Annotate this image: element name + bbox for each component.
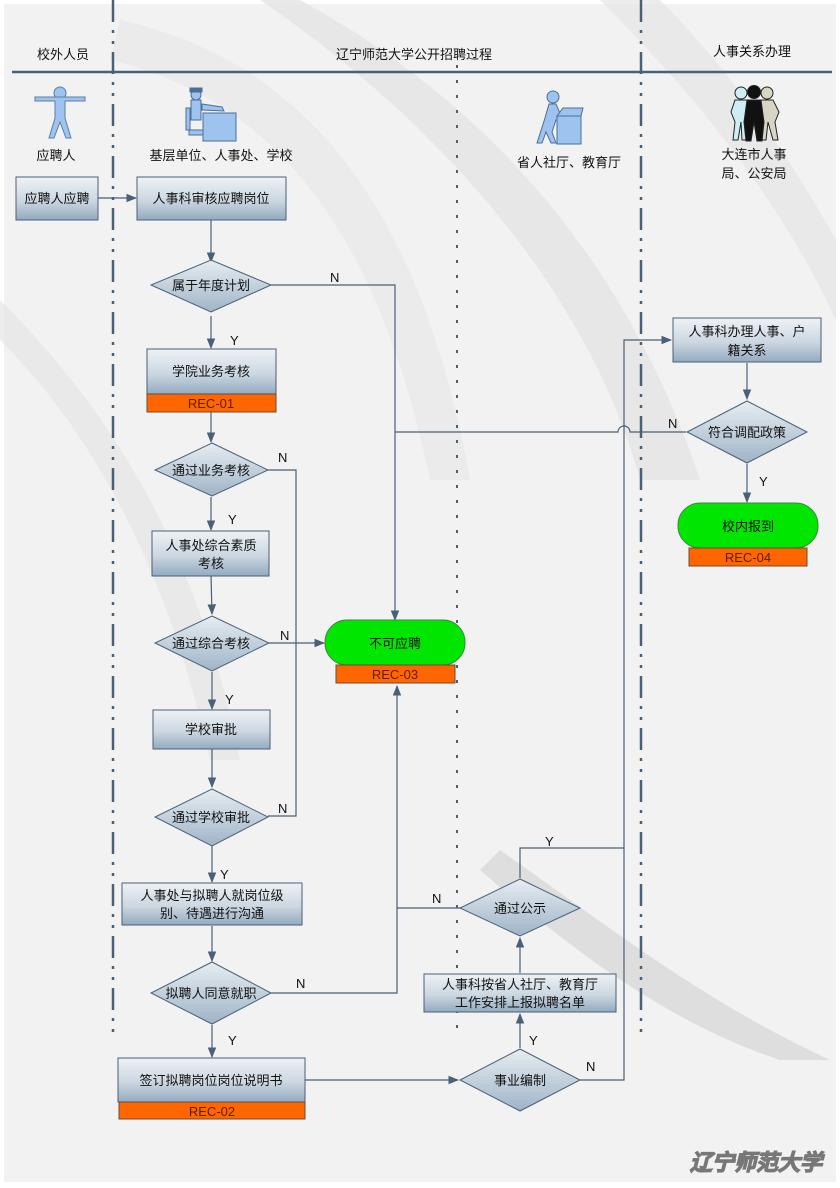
actor-units: 基层单位、人事处、学校 bbox=[149, 148, 292, 164]
node-label: 通过学校审批 bbox=[172, 810, 250, 826]
process-apply[interactable]: 应聘人应聘 bbox=[15, 176, 99, 221]
label-yes: Y bbox=[759, 474, 768, 489]
node-label: 通过综合考核 bbox=[172, 637, 250, 652]
label-no: N bbox=[432, 891, 441, 906]
node-label: 籍关系 bbox=[727, 343, 766, 359]
decision-agree[interactable]: 拟聘人同意就职 bbox=[149, 961, 273, 1025]
node-label: 人事处与拟聘人就岗位级 bbox=[140, 889, 283, 904]
edge-agree-no bbox=[271, 684, 402, 994]
decision-annual-plan[interactable]: 属于年度计划 bbox=[149, 259, 273, 313]
decision-institution[interactable]: 事业编制 bbox=[458, 1048, 582, 1112]
label-yes: Y bbox=[230, 333, 239, 348]
decision-pass-quality[interactable]: 通过综合考核 bbox=[153, 615, 271, 672]
label-no: N bbox=[278, 801, 287, 816]
node-label: 人事科审核应聘岗位 bbox=[152, 191, 269, 207]
edge-plan-no bbox=[271, 284, 400, 622]
record-tag-rec04: REC-04 bbox=[688, 547, 808, 567]
label-no: N bbox=[330, 270, 339, 285]
edge-publicity-yes bbox=[519, 847, 624, 878]
label-yes: Y bbox=[220, 867, 229, 882]
svg-text:REC-03: REC-03 bbox=[372, 667, 418, 682]
person-standing-icon bbox=[34, 86, 86, 139]
label-no: N bbox=[296, 976, 305, 991]
process-college-exam[interactable]: 学院业务考核 bbox=[146, 348, 277, 395]
label-yes: Y bbox=[228, 512, 237, 527]
terminal-check-in[interactable]: 校内报到 bbox=[677, 502, 819, 549]
node-label: 签订拟聘岗位岗位说明书 bbox=[139, 1073, 282, 1089]
decision-publicity[interactable]: 通过公示 bbox=[458, 878, 582, 937]
actor-city-line1: 大连市人事 bbox=[721, 147, 786, 163]
node-label: 通过公示 bbox=[494, 902, 546, 917]
node-label: 人事科办理人事、户 bbox=[688, 324, 805, 340]
label-no: N bbox=[278, 450, 287, 465]
edge-policy-no bbox=[395, 425, 686, 433]
label-no: N bbox=[668, 416, 677, 431]
edge-institution-no bbox=[580, 335, 673, 1081]
process-handle-relations[interactable]: 人事科办理人事、户 籍关系 bbox=[672, 317, 822, 363]
node-label: 工作安排上报拟聘名单 bbox=[455, 995, 585, 1011]
node-label: 通过业务考核 bbox=[172, 463, 250, 479]
svg-text:REC-01: REC-01 bbox=[188, 396, 234, 411]
lane-header-process: 辽宁师范大学公开招聘过程 bbox=[336, 47, 492, 63]
svg-text:REC-04: REC-04 bbox=[725, 550, 771, 565]
node-label: 考核 bbox=[198, 557, 224, 572]
swimlane-structure bbox=[12, 0, 832, 1035]
terminal-not-eligible[interactable]: 不可应聘 bbox=[324, 619, 466, 666]
decision-pass-school[interactable]: 通过学校审批 bbox=[153, 788, 270, 847]
actor-province: 省人社厅、教育厅 bbox=[517, 155, 621, 171]
edge-quality-pass bbox=[207, 575, 217, 616]
decision-policy[interactable]: 符合调配政策 bbox=[685, 400, 809, 464]
node-label: 别、待遇进行沟通 bbox=[160, 907, 264, 922]
label-yes: Y bbox=[225, 692, 234, 707]
label-no: N bbox=[280, 628, 289, 643]
process-school-approve[interactable]: 学校审批 bbox=[152, 709, 271, 750]
lane-header-outside: 校外人员 bbox=[37, 47, 89, 63]
branch-labels: N Y N Y N Y N Y N Y N Y Y N N Y bbox=[220, 270, 768, 1074]
label-yes: Y bbox=[529, 1033, 538, 1048]
node-label: 校内报到 bbox=[722, 519, 774, 535]
process-report[interactable]: 人事科按省人社厅、教育厅 工作安排上报拟聘名单 bbox=[423, 973, 617, 1013]
person-packing-box-icon bbox=[536, 90, 584, 145]
decision-pass-business[interactable]: 通过业务考核 bbox=[153, 442, 270, 497]
node-label: 事业编制 bbox=[494, 1074, 546, 1089]
process-quality-exam[interactable]: 人事处综合素质 考核 bbox=[151, 530, 270, 577]
process-review-post[interactable]: 人事科审核应聘岗位 bbox=[136, 176, 287, 221]
svg-text:REC-02: REC-02 bbox=[189, 1104, 235, 1119]
lane-header-relations: 人事关系办理 bbox=[713, 45, 791, 60]
process-negotiate[interactable]: 人事处与拟聘人就岗位级 别、待遇进行沟通 bbox=[121, 882, 303, 926]
node-label: 人事科按省人社厅、教育厅 bbox=[442, 977, 598, 993]
actor-city-line2: 局、公安局 bbox=[721, 167, 786, 182]
node-label: 符合调配政策 bbox=[708, 425, 786, 441]
node-label: 属于年度计划 bbox=[172, 278, 250, 294]
office-worker-icon bbox=[185, 87, 237, 142]
label-yes: Y bbox=[228, 1033, 237, 1048]
node-label: 人事处综合素质 bbox=[165, 539, 256, 554]
node-label: 拟聘人同意就职 bbox=[165, 986, 256, 1002]
actor-applicant: 应聘人 bbox=[36, 148, 75, 164]
group-of-people-icon bbox=[730, 85, 780, 142]
node-label: 学院业务考核 bbox=[172, 364, 250, 380]
connectors bbox=[98, 193, 752, 1085]
record-tag-rec03: REC-03 bbox=[335, 664, 456, 684]
node-label: 学校审批 bbox=[185, 722, 237, 738]
process-sign[interactable]: 签订拟聘岗位岗位说明书 bbox=[117, 1057, 306, 1103]
node-label: 不可应聘 bbox=[369, 636, 421, 652]
university-watermark: 辽宁师范大学 bbox=[690, 1150, 825, 1176]
record-tag-rec02: REC-02 bbox=[118, 1101, 306, 1120]
record-tag-rec01: REC-01 bbox=[146, 393, 277, 413]
label-yes: Y bbox=[545, 834, 554, 849]
label-no: N bbox=[586, 1059, 595, 1074]
node-label: 应聘人应聘 bbox=[24, 191, 89, 207]
